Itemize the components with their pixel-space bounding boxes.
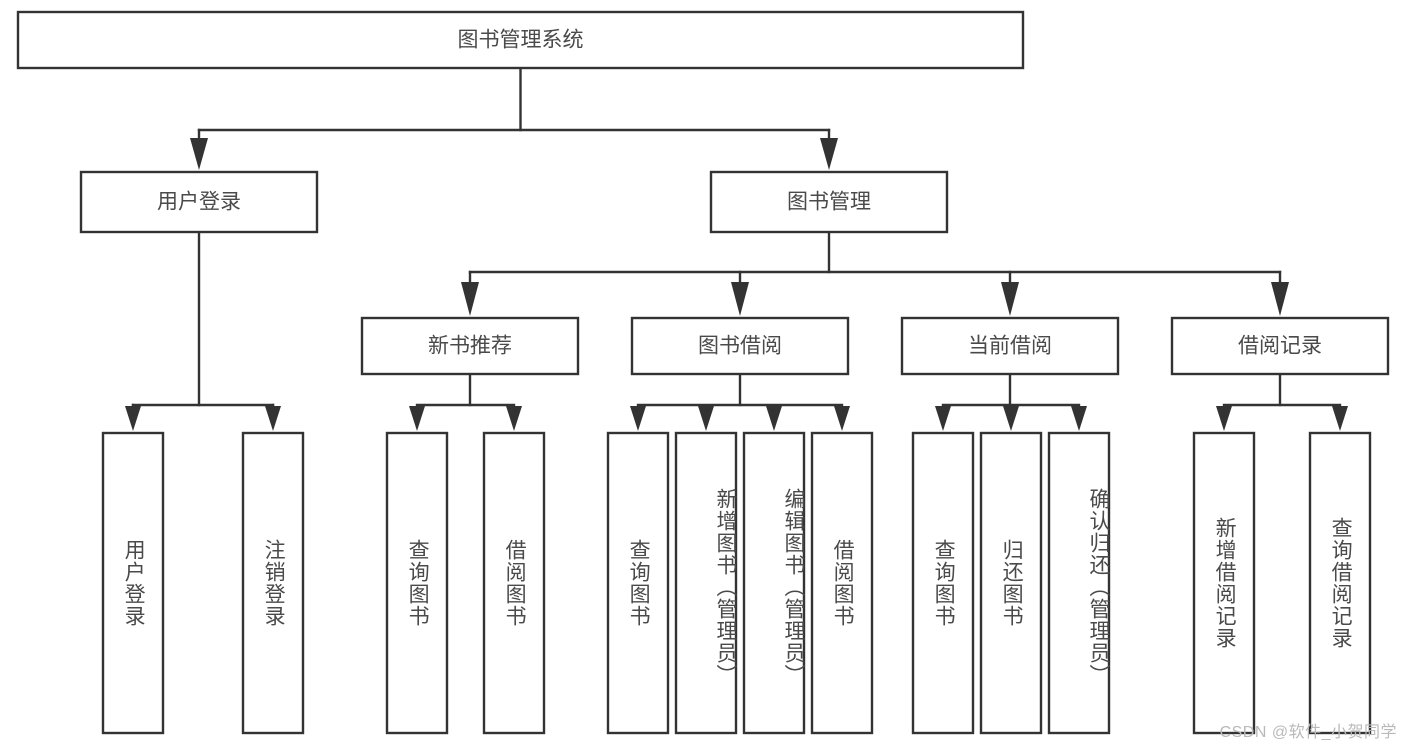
connector-group-current-leaves (935, 372, 1087, 431)
node-leaf-query-book-2-box[interactable] (606, 431, 670, 735)
node-leaf-logout-box[interactable] (241, 431, 305, 735)
node-newbook-box[interactable] (360, 316, 580, 376)
node-root-box[interactable] (16, 10, 1025, 70)
node-bookmgmt[interactable]: 图书管理 (709, 170, 949, 234)
connector-group-bookmgmt (461, 230, 1289, 316)
node-current-label: 当前借阅 (968, 335, 1052, 358)
node-leaf-return-book-box[interactable] (979, 431, 1043, 735)
node-leaf-query-book-1-box[interactable] (385, 431, 449, 735)
node-bookmgmt-box[interactable] (709, 170, 949, 234)
connector-group-login-leaves (125, 230, 281, 431)
arrowhead-leaf-query-record (1332, 406, 1348, 431)
node-leaf-query-record-box[interactable] (1308, 431, 1372, 735)
connector-group-records-leaves (1216, 372, 1348, 431)
arrowhead-leaf-return-book (1003, 406, 1019, 431)
arrowhead-current (1001, 282, 1019, 316)
node-records-label: 借阅记录 (1238, 335, 1322, 358)
arrowhead-borrow (731, 282, 749, 316)
node-root[interactable]: 图书管理系统 (16, 10, 1025, 70)
arrowhead-leaf-query-book-3 (935, 406, 951, 431)
arrowhead-leaf-user-login (125, 406, 141, 431)
node-leaf-confirm-return-box[interactable] (1047, 431, 1111, 735)
connector-group-root (190, 66, 838, 170)
node-borrow[interactable]: 图书借阅 (630, 316, 850, 376)
node-leaf-query-book-3-box[interactable] (911, 431, 975, 735)
arrowhead-login (190, 138, 208, 170)
arrowhead-leaf-query-book-2 (630, 406, 646, 431)
node-borrow-box[interactable] (630, 316, 850, 376)
arrowhead-leaf-add-book (698, 406, 714, 431)
node-bookmgmt-label: 图书管理 (787, 191, 871, 214)
node-leaf-edit-book-box[interactable] (742, 431, 806, 735)
arrowhead-bookmgmt (820, 138, 838, 170)
node-login-box[interactable] (79, 170, 319, 234)
arrowhead-newbook (461, 282, 479, 316)
node-login[interactable]: 用户登录 (79, 170, 319, 234)
arrowhead-leaf-logout (265, 406, 281, 431)
node-login-label: 用户登录 (157, 191, 241, 214)
node-leaf-add-book-box[interactable] (674, 431, 738, 735)
node-current[interactable]: 当前借阅 (900, 316, 1120, 376)
arrowhead-records (1271, 282, 1289, 316)
arrowhead-leaf-edit-book (766, 406, 782, 431)
leaf-boxes (101, 431, 1372, 735)
node-leaf-borrow-book-1-box[interactable] (482, 431, 546, 735)
node-root-label: 图书管理系统 (458, 29, 584, 52)
arrowhead-leaf-borrow-book-1 (506, 406, 522, 431)
node-newbook[interactable]: 新书推荐 (360, 316, 580, 376)
node-records-box[interactable] (1170, 316, 1390, 376)
node-leaf-user-login-box[interactable] (101, 431, 165, 735)
node-current-box[interactable] (900, 316, 1120, 376)
connector-group-newbook-leaves (409, 372, 522, 431)
arrowhead-leaf-confirm-return (1071, 406, 1087, 431)
node-leaf-add-record-box[interactable] (1192, 431, 1256, 735)
csdn-watermark: CSDN @软件_小贺同学 (1219, 724, 1397, 741)
node-newbook-label: 新书推荐 (428, 335, 512, 358)
arrowhead-leaf-borrow-book-2 (834, 406, 850, 431)
node-leaf-borrow-book-2-box[interactable] (810, 431, 874, 735)
node-records[interactable]: 借阅记录 (1170, 316, 1390, 376)
arrowhead-leaf-query-book-1 (409, 406, 425, 431)
arrowhead-leaf-add-record (1216, 406, 1232, 431)
node-borrow-label: 图书借阅 (698, 335, 782, 358)
connector-group-borrow-leaves (630, 372, 850, 431)
